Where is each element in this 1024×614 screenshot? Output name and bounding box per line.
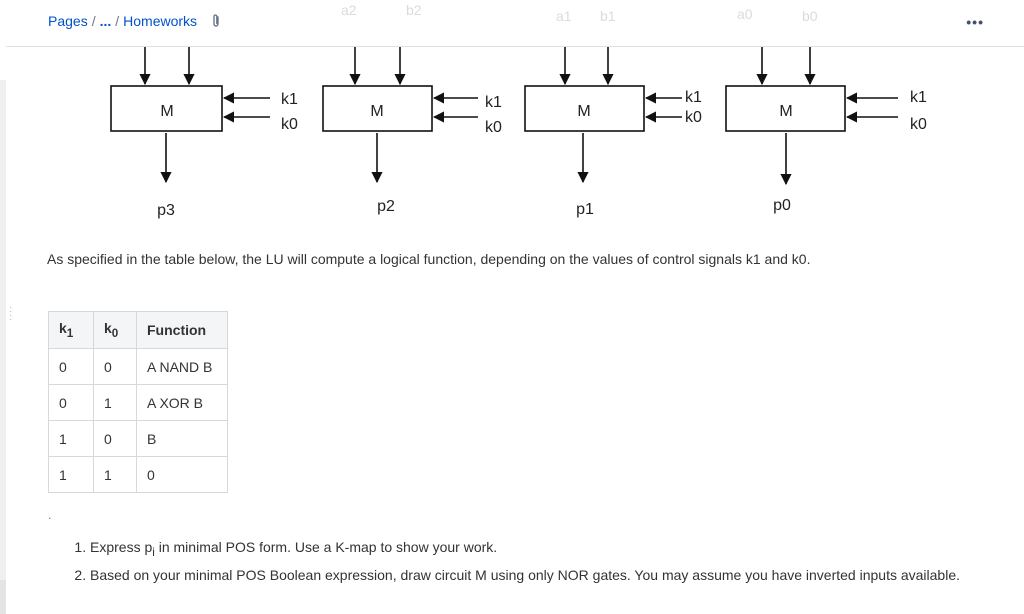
rail-top bbox=[0, 0, 6, 80]
cell-k1: 0 bbox=[48, 348, 94, 385]
ghost-label-a1: a1 bbox=[556, 8, 572, 24]
breadcrumb-separator: / bbox=[115, 13, 120, 29]
breadcrumb-ellipsis[interactable]: ... bbox=[99, 13, 112, 29]
ghost-label-a2: a2 bbox=[341, 2, 357, 18]
page-header: a2 b2 a1 b1 a0 b0 Pages / ... / Homework… bbox=[6, 0, 1024, 47]
ghost-label-b1: b1 bbox=[600, 8, 616, 24]
ghost-label-a0: a0 bbox=[737, 6, 753, 22]
cell-k1: 1 bbox=[48, 420, 94, 457]
breadcrumb: Pages / ... / Homeworks bbox=[48, 13, 221, 29]
cell-function: A XOR B bbox=[136, 384, 228, 421]
table-header-row: k1 k0 Function bbox=[48, 311, 228, 349]
function-table: k1 k0 Function 0 0 A NAND B 0 1 A XOR B … bbox=[48, 311, 228, 493]
ctrl-k1-label: k1 bbox=[685, 89, 702, 106]
cell-k1: 0 bbox=[48, 384, 94, 421]
paperclip-icon[interactable] bbox=[211, 13, 221, 29]
description-text: As specified in the table below, the LU … bbox=[47, 251, 811, 267]
header-k0: k0 bbox=[93, 311, 137, 349]
ctrl-k1-label: k1 bbox=[485, 94, 502, 111]
ctrl-k0-label: k0 bbox=[910, 116, 927, 133]
breadcrumb-pages-link[interactable]: Pages bbox=[48, 13, 88, 29]
cell-function: A NAND B bbox=[136, 348, 228, 385]
header-k1: k1 bbox=[48, 311, 94, 349]
rail-scrollbar[interactable] bbox=[0, 580, 6, 614]
lu-block-diagram: M M M M k1 k0 k1 k0 k1 k0 k1 k0 p3 p2 p1… bbox=[110, 44, 927, 219]
table-row: 0 1 A XOR B bbox=[48, 384, 228, 421]
block-label-m1: M bbox=[577, 103, 590, 120]
ghost-label-b2: b2 bbox=[406, 2, 422, 18]
breadcrumb-separator: / bbox=[91, 13, 96, 29]
cell-k0: 1 bbox=[93, 456, 137, 493]
header-function: Function bbox=[136, 311, 228, 349]
cell-k1: 1 bbox=[48, 456, 94, 493]
breadcrumb-homeworks-link[interactable]: Homeworks bbox=[123, 13, 198, 29]
more-actions-button[interactable]: ••• bbox=[966, 14, 984, 30]
ctrl-k1-label: k1 bbox=[910, 89, 927, 106]
block-label-m3: M bbox=[160, 103, 173, 120]
questions-list: Express pi in minimal POS form. Use a K-… bbox=[56, 537, 980, 588]
ctrl-k0-label: k0 bbox=[281, 116, 298, 133]
ctrl-k0-label: k0 bbox=[685, 109, 702, 126]
output-p3-label: p3 bbox=[157, 202, 175, 219]
question-2: Based on your minimal POS Boolean expres… bbox=[90, 565, 980, 586]
output-p0-label: p0 bbox=[773, 197, 791, 214]
ghost-label-b0: b0 bbox=[802, 8, 818, 24]
table-row: 1 0 B bbox=[48, 420, 228, 457]
cell-k0: 0 bbox=[93, 420, 137, 457]
ctrl-k0-label: k0 bbox=[485, 119, 502, 136]
output-p1-label: p1 bbox=[576, 201, 594, 218]
cell-k0: 0 bbox=[93, 348, 137, 385]
output-p2-label: p2 bbox=[377, 198, 395, 215]
left-rail bbox=[0, 0, 6, 614]
cell-function: 0 bbox=[136, 456, 228, 493]
table-row: 1 1 0 bbox=[48, 456, 228, 493]
drag-handle-icon[interactable]: ···· bbox=[9, 302, 13, 325]
block-label-m0: M bbox=[779, 103, 792, 120]
cell-k0: 1 bbox=[93, 384, 137, 421]
question-1: Express pi in minimal POS form. Use a K-… bbox=[90, 537, 980, 563]
stray-bullet: . bbox=[48, 508, 52, 522]
ctrl-k1-label: k1 bbox=[281, 91, 298, 108]
table-row: 0 0 A NAND B bbox=[48, 348, 228, 385]
block-label-m2: M bbox=[370, 103, 383, 120]
cell-function: B bbox=[136, 420, 228, 457]
